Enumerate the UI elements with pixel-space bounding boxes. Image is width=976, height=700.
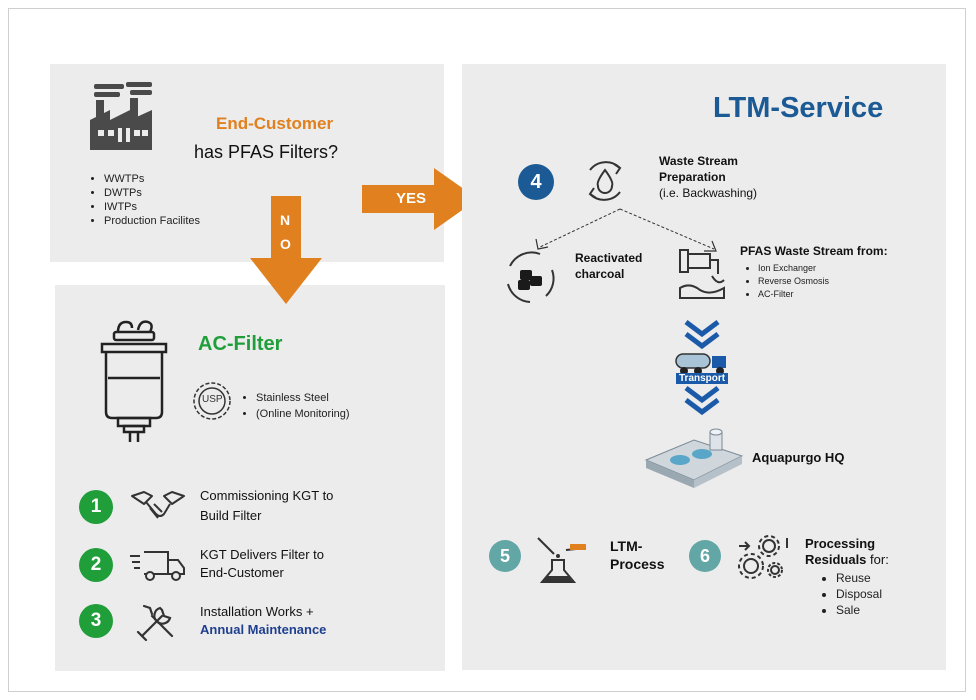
step-3-line1: Installation Works + (200, 604, 314, 619)
step-2-line2: End-Customer (200, 565, 284, 580)
usp-badge-icon (193, 382, 231, 420)
step-3-badge: 3 (79, 604, 113, 638)
list-item: AC-Filter (758, 288, 829, 301)
waste-pipe-icon (679, 249, 725, 299)
step-5-line1: LTM- (610, 538, 643, 554)
chevron-down-icon (684, 320, 720, 350)
wrench-tools-icon (136, 604, 174, 642)
chevron-down-icon (684, 386, 720, 416)
no-label-o: O (280, 236, 291, 252)
transport-label: Transport (676, 373, 729, 384)
step-4-line1: Waste Stream (659, 154, 738, 168)
split-connector (535, 208, 717, 252)
list-item: Reuse (836, 570, 882, 586)
ac-filter-panel (55, 285, 445, 671)
list-item: Stainless Steel (256, 390, 350, 406)
step-4-line2: Preparation (659, 170, 726, 184)
usp-badge-label: USP (202, 394, 223, 405)
handshake-icon (131, 491, 185, 519)
step-5-badge: 5 (489, 540, 521, 572)
end-customer-question: has PFAS Filters? (194, 142, 339, 162)
transport-truck-icon (675, 353, 726, 375)
end-customer-title: End-Customer (216, 114, 334, 133)
no-label-n: N (280, 212, 291, 228)
hq-label: Aquapurgo HQ (752, 450, 845, 465)
step-1-line1: Commissioning KGT to (200, 488, 334, 503)
step-2-line1: KGT Delivers Filter to (200, 547, 325, 562)
list-item: Sale (836, 602, 882, 618)
customer-type-list: WWTPs DWTPs IWTPs Production Facilites (90, 172, 200, 228)
yes-label: YES (396, 190, 427, 207)
step-3-line2: Annual Maintenance (200, 622, 327, 637)
water-cycle-icon (588, 161, 622, 201)
step-4-badge: 4 (518, 164, 554, 200)
waste-source-list: Ion Exchanger Reverse Osmosis AC-Filter (744, 262, 829, 301)
facility-hq-icon (644, 428, 744, 488)
delivery-truck-icon (130, 551, 185, 581)
list-item: Disposal (836, 586, 882, 602)
ac-filter-icon (100, 320, 168, 442)
no-arrow-icon (250, 196, 322, 304)
list-item: DWTPs (104, 186, 200, 200)
ac-filter-feature-list: Stainless Steel (Online Monitoring) (242, 390, 350, 422)
list-item: Production Facilites (104, 214, 200, 228)
gears-icon (738, 535, 788, 579)
residual-use-list: Reuse Disposal Sale (822, 570, 882, 618)
list-item: WWTPs (104, 172, 200, 186)
step-5-line2: Process (610, 556, 665, 572)
factory-icon (90, 82, 152, 150)
step-1-line2: Build Filter (200, 508, 262, 523)
step-6-badge: 6 (689, 540, 721, 572)
step-6-line2-bold: Residuals (805, 552, 867, 567)
lab-flask-icon (537, 537, 587, 583)
list-item: Ion Exchanger (758, 262, 829, 275)
ltm-service-title: LTM-Service (713, 92, 884, 124)
ac-filter-title: AC-Filter (198, 333, 283, 355)
step-1-badge: 1 (79, 490, 113, 524)
waste-stream-title: PFAS Waste Stream from: (740, 244, 888, 258)
step-6-line1: Processing (805, 536, 876, 551)
step-4-line3: (i.e. Backwashing) (659, 186, 758, 200)
charcoal-line2: charcoal (575, 267, 625, 281)
charcoal-line1: Reactivated (575, 251, 643, 265)
step-6-line2: Residuals for: (805, 552, 889, 567)
list-item: (Online Monitoring) (256, 406, 350, 422)
step-6-line2-rest: for: (866, 552, 889, 567)
diagram-frame (8, 8, 966, 692)
yes-arrow-icon (362, 168, 478, 230)
charcoal-recycle-icon (507, 251, 555, 303)
step-2-badge: 2 (79, 548, 113, 582)
list-item: Reverse Osmosis (758, 275, 829, 288)
list-item: IWTPs (104, 200, 200, 214)
